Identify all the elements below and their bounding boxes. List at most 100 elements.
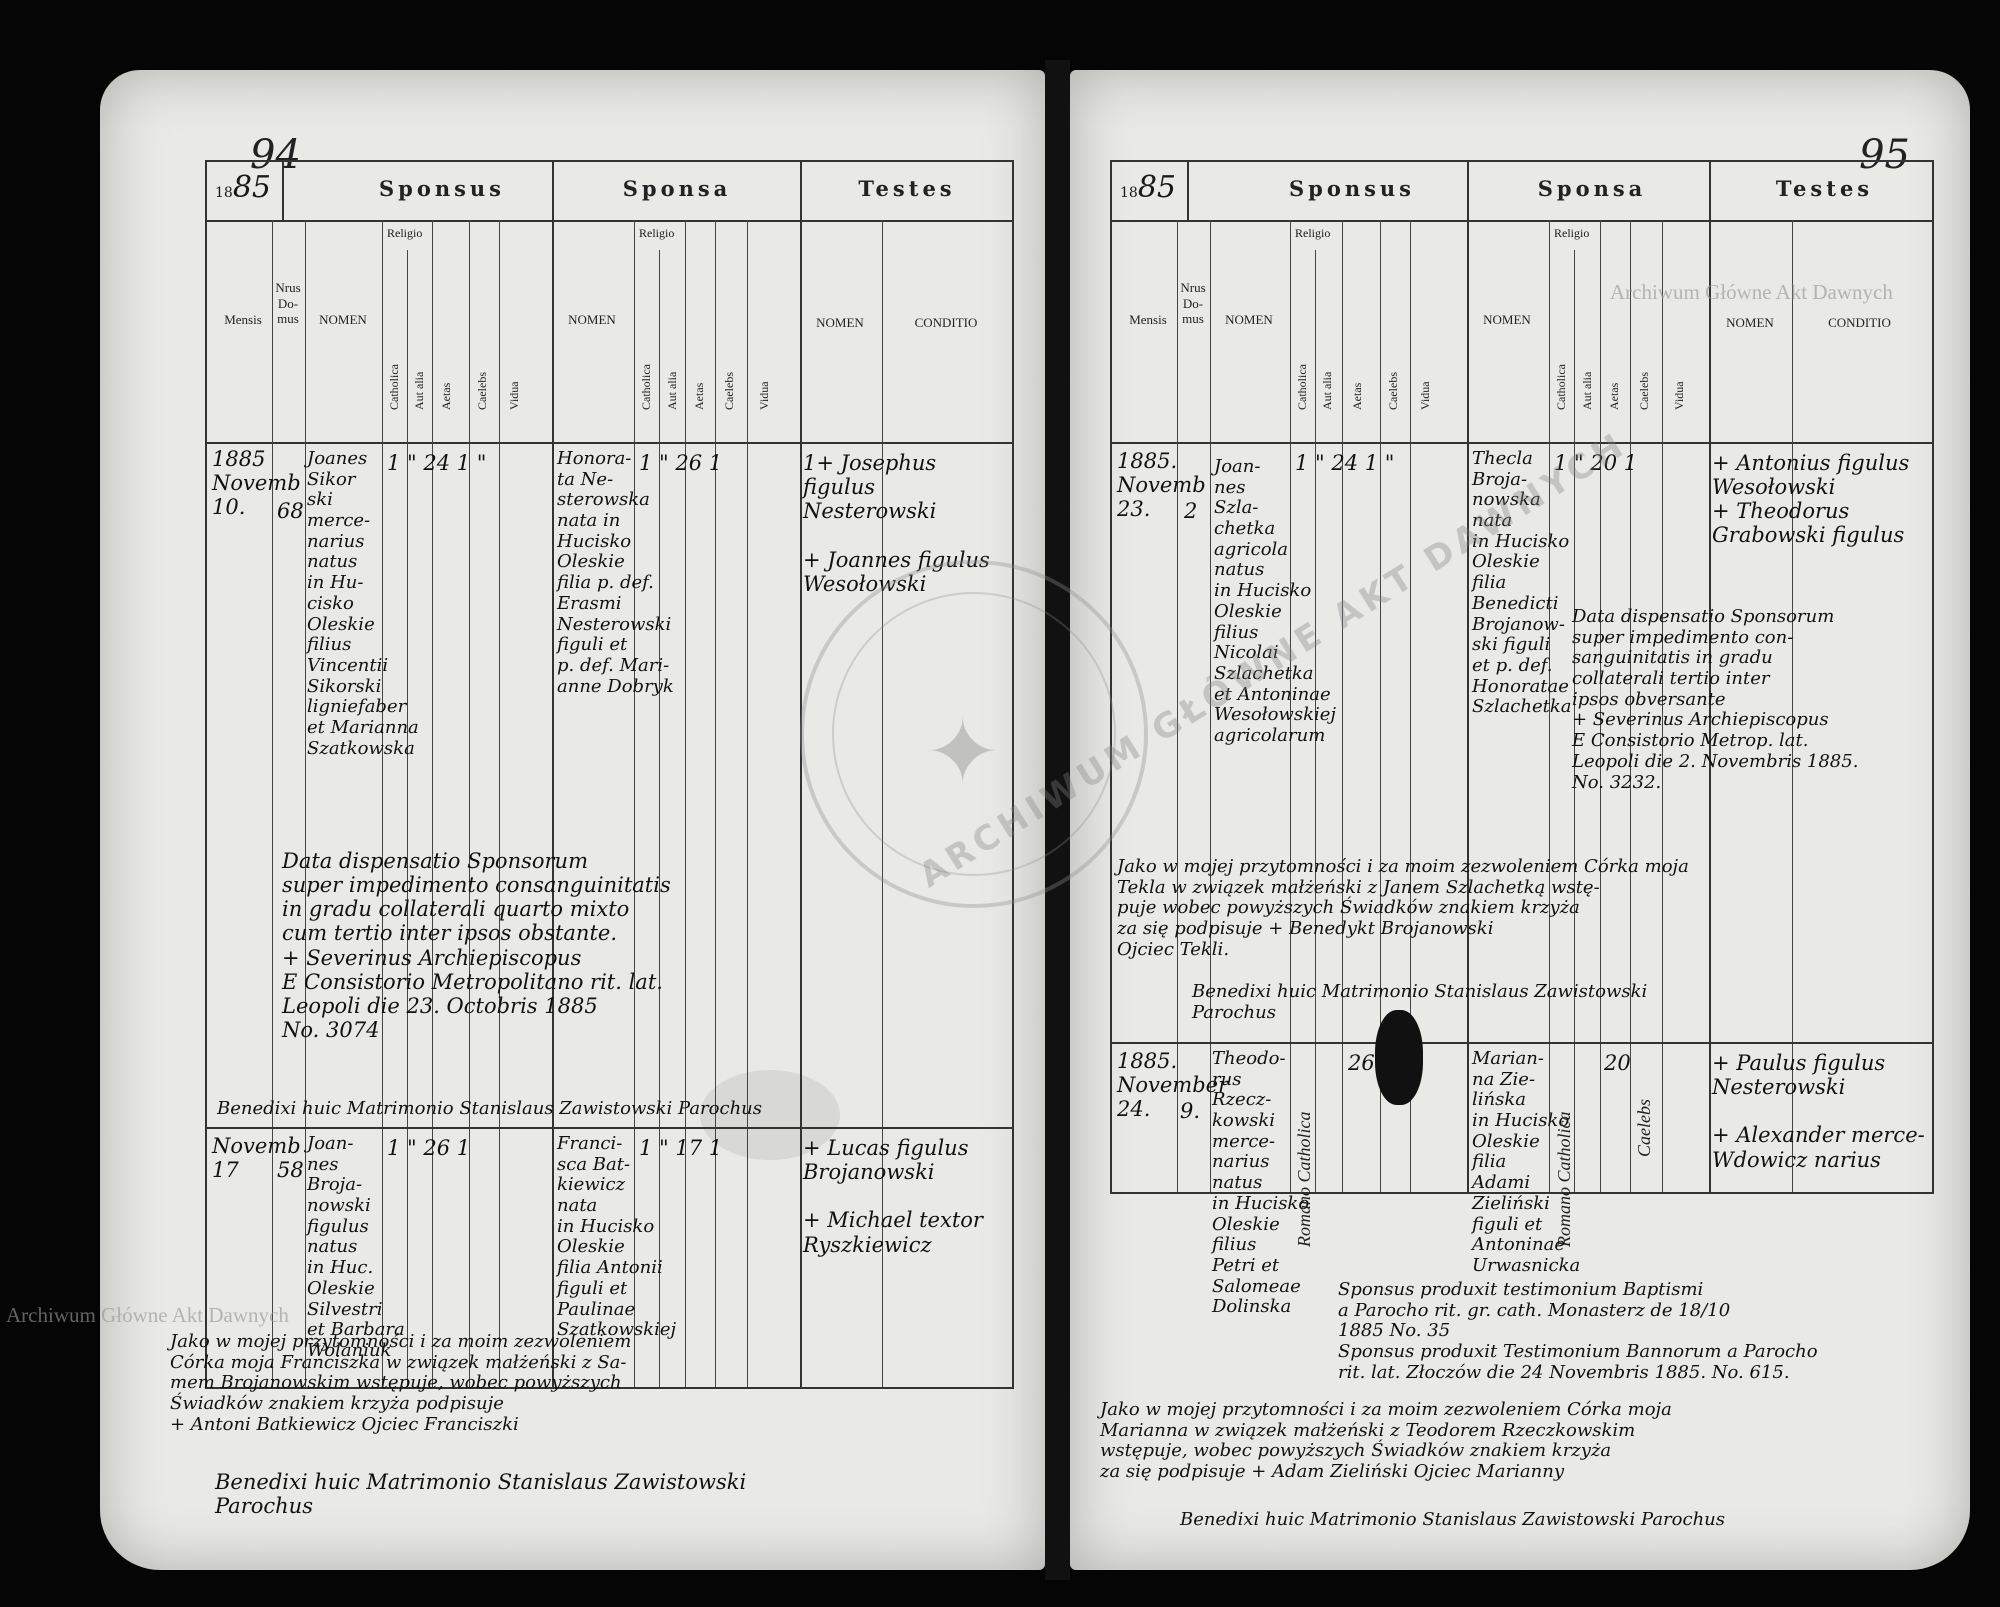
testes-names: + Paulus figulus Nesterowski + Alexander… [1712, 1051, 1925, 1172]
col-catholica: Catholica [639, 364, 653, 410]
col-catholica: Catholica [1295, 364, 1309, 410]
col-divider [305, 442, 306, 1387]
religio-label: Religio [639, 226, 675, 240]
sponsus-aetas: 26 [1348, 1051, 1375, 1075]
col-aetas: Aetas [692, 382, 706, 410]
col-divider [1792, 220, 1793, 442]
sponsus-religio: Romano Catholica [1294, 1111, 1314, 1248]
col-aetas: Aetas [1350, 382, 1364, 410]
sponsa-name: Honora- ta Ne- sterowska nata in Hucisko… [557, 448, 674, 697]
dispensation-note: Data dispensatio Sponsorum super impedim… [1572, 606, 1859, 793]
header-columns: Mensis Nrus Do- mus NOMEN Religio Cathol… [1112, 220, 1932, 444]
sponsus-religio-aetas: 1 " 26 1 [387, 1136, 471, 1160]
col-aut-alia: Aut alia [412, 371, 426, 410]
ink-blot [1375, 1010, 1423, 1105]
dispensation-note: Data dispensatio Sponsorum super impedim… [282, 849, 671, 1042]
col-divider [552, 162, 554, 220]
entry-separator [1112, 1042, 1932, 1044]
col-divider [747, 220, 748, 442]
col-divider [1662, 442, 1663, 1192]
col-divider [1467, 220, 1469, 442]
col-divider [1187, 162, 1189, 220]
col-aut-alia: Aut alia [1320, 371, 1334, 410]
col-divider [1315, 442, 1316, 1192]
col-divider [1380, 442, 1381, 1192]
col-divider [552, 220, 554, 442]
col-divider [282, 162, 284, 220]
col-divider [552, 442, 554, 1387]
col-divider [499, 442, 500, 1387]
col-divider [407, 250, 408, 442]
paper-stain [700, 1070, 840, 1160]
parent-consent-note: Jako w mojej przytomności i za moim zezw… [1117, 856, 1689, 960]
col-conditio: CONDITIO [1828, 315, 1891, 330]
col-divider [800, 442, 802, 1387]
col-divider [634, 442, 635, 1387]
group-sponsa: Sponsa [1537, 176, 1647, 201]
header-columns: Mensis Nrus Do- mus NOMEN Religio Cathol… [207, 220, 1012, 444]
sponsus-name: Joan- nes Szla- chetka agricola natus in… [1214, 456, 1336, 746]
col-divider [800, 162, 802, 220]
col-divider [685, 442, 686, 1387]
header-groups: 1885 Sponsus Sponsa Testes [1112, 162, 1932, 222]
entry-house-number: 9. [1180, 1099, 1201, 1123]
entry-house-number: 68 [277, 499, 304, 523]
col-aetas: Aetas [439, 382, 453, 410]
entry-date: 1885. November 24. [1117, 1049, 1229, 1122]
col-vidua: Vidua [757, 381, 771, 410]
entry-house-number: 58 [277, 1158, 304, 1182]
col-divider [407, 442, 408, 1387]
parent-consent-note: Jako w mojej przytomności i za moim zezw… [1100, 1399, 1672, 1483]
religio-label: Religio [1554, 226, 1590, 240]
col-divider [1709, 442, 1711, 1192]
col-divider [382, 220, 383, 442]
baptism-testimony-note: Sponsus produxit testimonium Baptismi a … [1338, 1279, 1818, 1383]
testes-names: + Lucas figulus Brojanowski + Michael te… [803, 1136, 983, 1257]
col-divider [1467, 442, 1469, 1192]
col-catholica: Catholica [387, 364, 401, 410]
col-divider [1410, 220, 1411, 442]
year-prefix: 18 [215, 185, 233, 201]
year-cell: 1885 [215, 170, 271, 205]
col-divider [659, 442, 660, 1387]
entry-separator [207, 1127, 1012, 1129]
col-divider [272, 442, 273, 1387]
page-number-right: 95 [1859, 132, 1910, 178]
benedixi-signature: Benedixi huic Matrimonio Stanislaus Zawi… [1192, 981, 1648, 1023]
col-divider [1380, 220, 1381, 442]
right-page: 95 1885 Sponsus Sponsa Testes Mensis Nru… [1070, 70, 1970, 1570]
col-divider [1600, 220, 1601, 442]
register-table-right: 1885 Sponsus Sponsa Testes Mensis Nrus D… [1110, 160, 1934, 1317]
entry-house-number: 2 [1184, 499, 1198, 523]
religio-label: Religio [1295, 226, 1331, 240]
col-divider [715, 220, 716, 442]
col-vidua: Vidua [507, 381, 521, 410]
testes-names: + Antonius figulus Wesołowski + Theodoru… [1712, 451, 1910, 548]
col-divider [1630, 220, 1631, 442]
col-divider [1290, 220, 1291, 442]
sponsa-religio-aetas: 1 " 26 1 [639, 451, 723, 475]
page-number-left: 94 [250, 132, 301, 178]
col-nomen-testes: NOMEN [1726, 315, 1774, 330]
col-divider [1574, 442, 1575, 1192]
col-divider [800, 220, 802, 442]
register-body [1112, 442, 1932, 1192]
col-catholica: Catholica [1554, 364, 1568, 410]
sponsus-religio-aetas: 1 " 24 1 " [1295, 451, 1395, 475]
col-divider [1342, 220, 1343, 442]
col-vidua: Vidua [1418, 381, 1432, 410]
sponsa-name: Thecla Broja- nowska nata in Hucisko Ole… [1472, 448, 1572, 718]
group-sponsus: Sponsus [378, 176, 506, 201]
parent-consent-note: Jako w mojej przytomności i za moim zezw… [170, 1331, 632, 1435]
col-divider [1709, 162, 1711, 220]
group-sponsus: Sponsus [1288, 176, 1416, 201]
col-mensis: Mensis [224, 312, 262, 327]
col-divider [432, 220, 433, 442]
col-divider [1177, 220, 1178, 442]
col-divider [1290, 442, 1291, 1192]
register-body [207, 442, 1012, 1387]
archive-stamp [800, 560, 1148, 908]
col-divider [1467, 162, 1469, 220]
col-divider [382, 442, 383, 1387]
benedixi-signature: Benedixi huic Matrimonio Stanislaus Zawi… [215, 1470, 747, 1519]
